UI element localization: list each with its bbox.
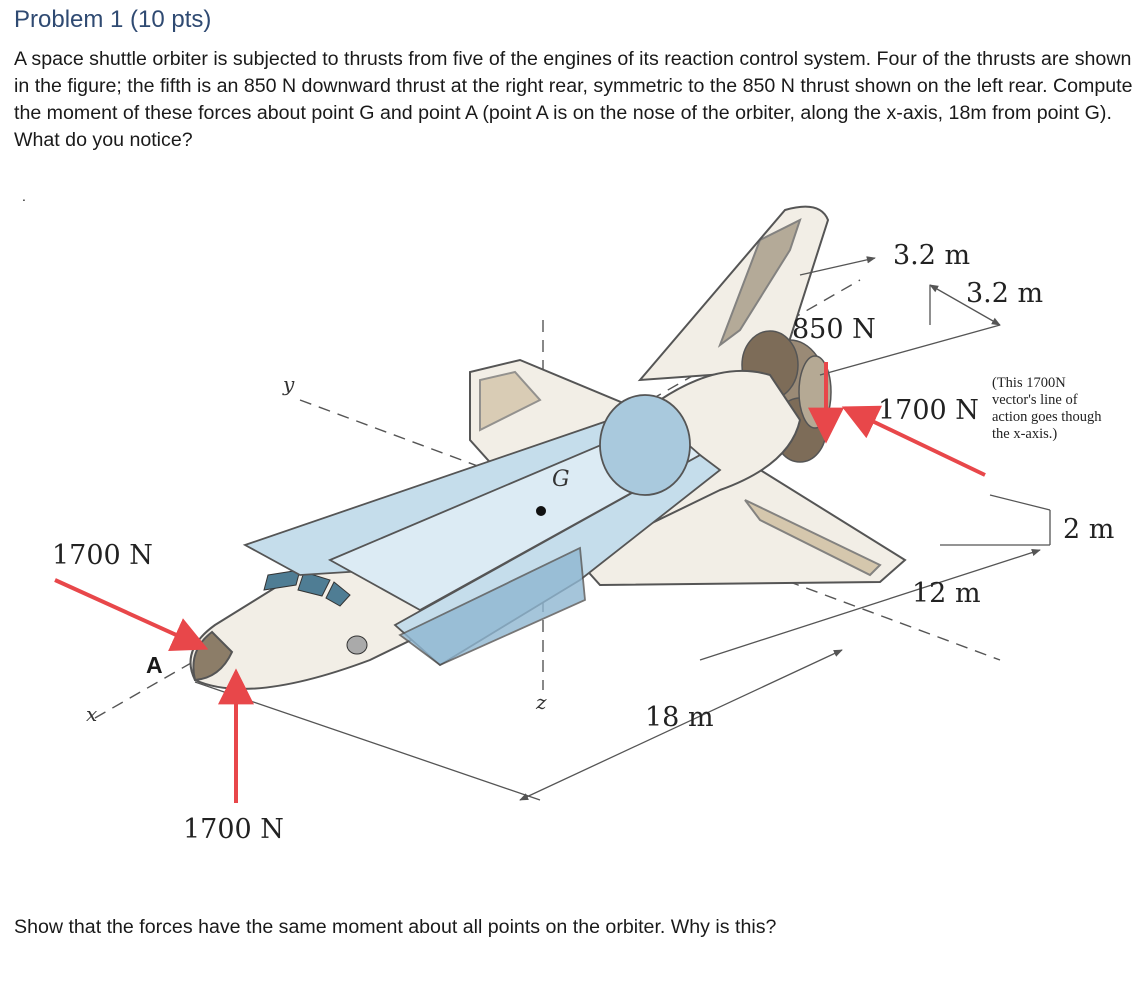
axis-x-label: x [86,702,98,726]
point-a-label: A [146,652,163,678]
action-line-note: (This 1700N vector's line of action goes… [992,375,1142,443]
point-g-dot [536,506,546,516]
force-rear-1700-label: 1700 N [878,395,979,426]
dim-top-1: 3.2 m [893,240,971,271]
payload-bay-doors [242,394,722,667]
note-line-3: action goes though [992,409,1102,425]
dim-18m: 18 m [645,702,714,733]
note-line-2: vector's line of [992,392,1078,408]
force-850-label: 850 N [792,314,876,345]
dim-top-2: 3.2 m [966,278,1044,309]
point-g-label: G [552,467,570,492]
dim-2m: 2 m [1063,514,1115,545]
problem-statement: A space shuttle orbiter is subjected to … [14,48,1133,151]
force-bottom-1700-label: 1700 N [183,814,284,845]
footer-question: Show that the forces have the same momen… [14,916,777,938]
force-left-1700-arrow [54,578,209,652]
note-line-1: (This 1700N [992,375,1066,391]
cockpit-windows [263,569,368,655]
dim-12m: 12 m [912,578,981,609]
problem-title: Problem 1 (10 pts) [14,6,212,33]
stray-mark: . [22,188,26,204]
axis-y-label: y [283,372,295,396]
axis-z-label: z [536,690,547,714]
force-rear-1700-arrow [841,405,986,477]
shuttle-figure [54,205,1051,803]
note-line-4: the x-axis.) [992,426,1058,442]
force-arrows [54,362,986,803]
force-left-1700-label: 1700 N [52,540,153,571]
